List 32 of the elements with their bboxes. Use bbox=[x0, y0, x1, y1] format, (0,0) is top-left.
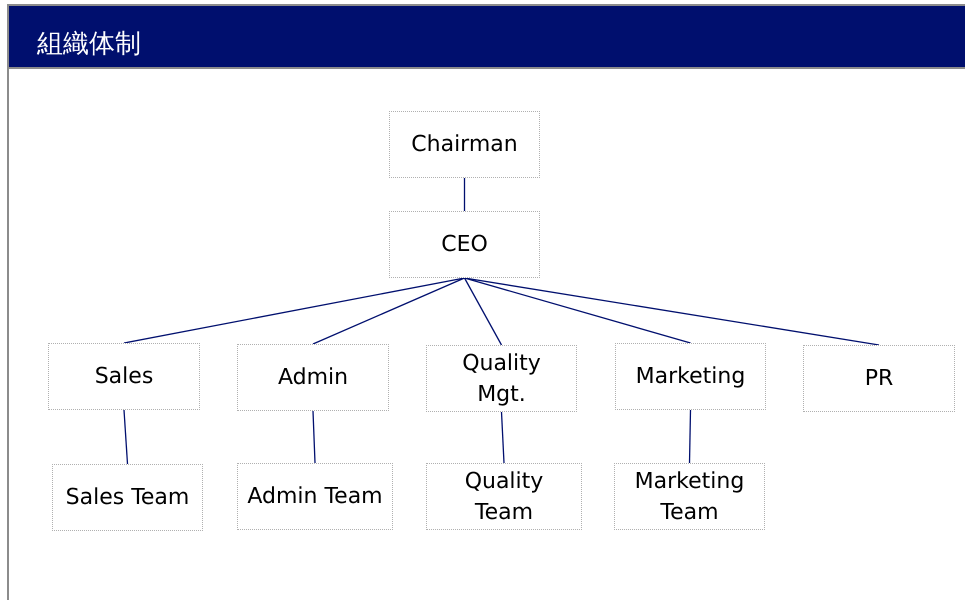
box-label: Marketing Team bbox=[634, 468, 746, 526]
connector-line bbox=[688, 410, 692, 464]
box-label: Admin bbox=[278, 364, 348, 392]
org-box bbox=[237, 463, 393, 530]
org-box bbox=[426, 345, 577, 412]
connector-line bbox=[464, 278, 502, 346]
box-label: Quality Mgt. bbox=[461, 350, 542, 408]
org-box bbox=[52, 464, 203, 531]
connector-line bbox=[312, 277, 465, 345]
box-label: Quality Team bbox=[464, 468, 544, 526]
connector-line bbox=[464, 277, 691, 344]
box-label: CEO bbox=[441, 231, 488, 259]
org-box bbox=[389, 211, 540, 278]
org-box bbox=[48, 343, 200, 410]
org-box bbox=[803, 345, 955, 412]
org-box bbox=[426, 463, 582, 530]
box-label: PR bbox=[864, 365, 894, 393]
org-box bbox=[615, 343, 766, 410]
connector-line bbox=[312, 410, 316, 464]
box-label: Sales bbox=[94, 363, 154, 391]
box-label: Marketing bbox=[636, 363, 746, 391]
connector-line bbox=[123, 410, 128, 464]
connector-line bbox=[464, 178, 466, 211]
connector-line bbox=[124, 277, 465, 344]
org-box bbox=[237, 344, 389, 411]
page-title: 組織体制 bbox=[37, 28, 141, 61]
org-box bbox=[614, 463, 765, 530]
org-box bbox=[389, 111, 540, 178]
box-label: Chairman bbox=[411, 131, 518, 159]
connector-line bbox=[500, 412, 505, 464]
box-label: Admin Team bbox=[247, 483, 383, 511]
box-label: Sales Team bbox=[66, 484, 190, 512]
